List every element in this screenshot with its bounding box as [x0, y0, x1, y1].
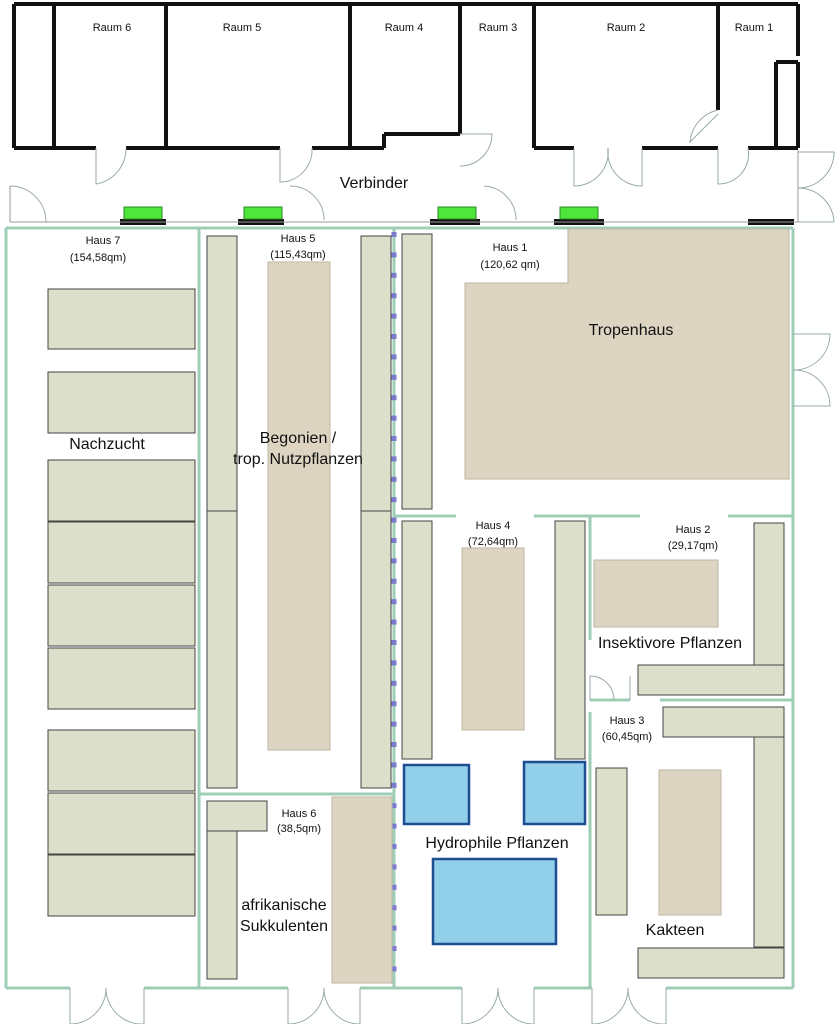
divider-marker — [391, 497, 397, 503]
divider-marker — [391, 436, 397, 441]
haus5-area: (115,43qm) — [270, 249, 325, 261]
vent-marker — [559, 206, 599, 220]
divider-marker — [391, 476, 397, 482]
divider-marker — [391, 905, 397, 911]
haus-3: Haus 3 (60,45qm) Kakteen — [595, 706, 785, 979]
water-basin — [431, 857, 558, 946]
room-label-raum2: Raum 2 — [607, 22, 646, 34]
haus6-name: Haus 6 — [282, 808, 317, 820]
divider-marker — [391, 742, 397, 747]
divider-marker — [391, 538, 397, 543]
divider-marker — [391, 946, 397, 951]
divider-marker — [391, 721, 397, 727]
divider-marker — [391, 456, 397, 462]
haus4-name: Haus 4 — [476, 520, 511, 532]
divider-marker — [391, 272, 397, 278]
haus-6: Haus 6 (38,5qm) afrikanische Sukkulenten — [206, 796, 393, 984]
divider-marker — [391, 619, 397, 625]
haus4-theme: Hydrophile Pflanzen — [425, 835, 568, 852]
haus-2: Haus 2 (29,17qm) Insektivore Pflanzen — [593, 522, 785, 696]
divider-marker — [391, 864, 397, 870]
haus1-theme: Tropenhaus — [589, 322, 674, 339]
divider-marker — [391, 578, 397, 584]
haus6-theme-line1: afrikanische — [241, 897, 326, 914]
haus3-theme: Kakteen — [646, 922, 705, 939]
divider-marker — [391, 925, 397, 931]
divider-marker — [391, 701, 397, 707]
haus1-area: (120,62 qm) — [480, 259, 539, 271]
divider-marker — [391, 660, 397, 666]
haus2-theme: Insektivore Pflanzen — [598, 635, 742, 652]
divider-marker — [391, 782, 397, 788]
divider-marker — [391, 517, 397, 523]
room-label-raum3: Raum 3 — [479, 22, 518, 34]
haus-7: Haus 7 (154,58qm) Nachzucht — [47, 235, 196, 917]
divider-marker — [391, 884, 397, 890]
divider-marker — [391, 354, 397, 360]
haus5-theme-line1: Begonien / — [260, 430, 337, 447]
divider-marker — [391, 415, 397, 421]
haus2-name: Haus 2 — [676, 524, 711, 536]
haus3-name: Haus 3 — [610, 715, 645, 727]
divider-marker — [391, 844, 397, 849]
haus5-name: Haus 5 — [281, 233, 316, 245]
haus5-theme-line2: trop. Nutzpflanzen — [233, 451, 363, 468]
divider-markers — [391, 232, 397, 972]
divider-marker — [391, 232, 397, 237]
divider-marker — [391, 374, 397, 380]
divider-marker — [391, 252, 397, 258]
room-label-raum6: Raum 6 — [93, 22, 132, 34]
haus4-area: (72,64qm) — [468, 536, 518, 548]
haus3-area: (60,45qm) — [602, 731, 652, 743]
divider-marker — [391, 293, 397, 299]
corridor-label: Verbinder — [340, 175, 409, 192]
room-label-raum4: Raum 4 — [385, 22, 424, 34]
divider-marker — [391, 558, 397, 564]
divider-marker — [391, 823, 397, 829]
haus7-theme: Nachzucht — [69, 436, 145, 453]
haus-1: Haus 1 (120,62 qm) Tropenhaus — [401, 228, 790, 510]
haus7-name: Haus 7 — [86, 235, 121, 247]
rooms-block: Raum 6 Raum 5 Raum 4 Raum 3 Raum 2 Raum … — [12, 2, 800, 187]
divider-marker — [391, 762, 397, 768]
room-label-raum5: Raum 5 — [223, 22, 262, 34]
water-basin — [402, 763, 471, 826]
vent-marker — [243, 206, 283, 220]
room-label-raum1: Raum 1 — [735, 22, 774, 34]
water-basin — [522, 760, 587, 826]
haus2-area: (29,17qm) — [668, 540, 718, 552]
haus-5: Haus 5 (115,43qm) Begonien / trop. Nutzp… — [206, 233, 392, 789]
divider-marker — [391, 395, 397, 401]
divider-marker — [391, 313, 397, 319]
vent-marker — [437, 206, 477, 220]
vent-marker — [123, 206, 163, 220]
divider-marker — [391, 599, 397, 605]
corridor: Verbinder — [9, 150, 835, 225]
divider-marker — [391, 640, 397, 645]
divider-marker — [391, 680, 397, 686]
haus1-name: Haus 1 — [493, 242, 528, 254]
haus-4: Haus 4 (72,64qm) Hydrophile Pflanzen — [401, 520, 587, 946]
haus7-area: (154,58qm) — [70, 252, 126, 264]
divider-marker — [391, 966, 397, 972]
haus6-area: (38,5qm) — [277, 823, 321, 835]
divider-marker — [391, 334, 397, 339]
haus6-theme-line2: Sukkulenten — [240, 918, 328, 935]
divider-marker — [391, 803, 397, 809]
